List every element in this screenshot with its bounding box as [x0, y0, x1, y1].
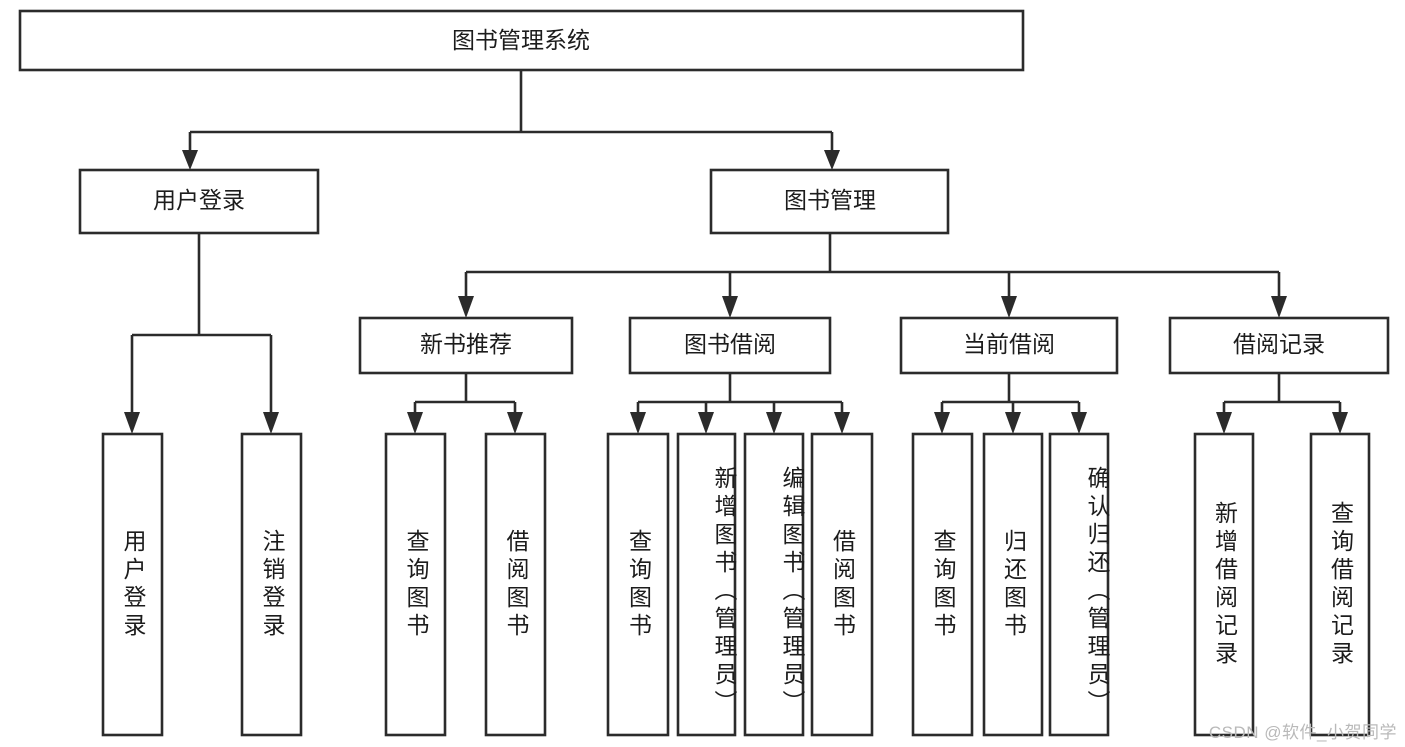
node-leaf-add-record[interactable] — [1193, 432, 1255, 737]
node-leaf-query-record[interactable] — [1309, 432, 1371, 737]
connector-bookborrow-to-leaves — [630, 373, 850, 434]
node-borrow-record-label: 借阅记录 — [1233, 331, 1325, 357]
leaf-boxes — [101, 432, 1371, 737]
connector-newbookrec-to-leaves — [407, 373, 523, 434]
node-leaf-user-login[interactable] — [101, 432, 164, 737]
node-user-login-label: 用户登录 — [153, 187, 245, 213]
node-borrow-record[interactable]: 借阅记录 — [1168, 316, 1390, 375]
node-book-manage-label: 图书管理 — [784, 187, 876, 213]
node-book-manage[interactable]: 图书管理 — [709, 168, 950, 235]
csdn-watermark: CSDN @软件_小贺同学 — [1208, 723, 1397, 742]
node-leaf-borrow-book-1[interactable] — [484, 432, 547, 737]
node-leaf-query-book-1[interactable] — [384, 432, 447, 737]
node-root-label: 图书管理系统 — [452, 27, 590, 53]
connector-borrowrecord-to-leaves — [1216, 373, 1348, 434]
node-leaf-add-book[interactable] — [676, 432, 737, 737]
connector-bookmanage-to-level3 — [458, 233, 1287, 318]
connector-userlogin-to-leaves — [124, 233, 279, 434]
node-root[interactable]: 图书管理系统 — [18, 9, 1025, 72]
node-leaf-user-logout[interactable] — [240, 432, 303, 737]
node-leaf-borrow-book-2[interactable] — [810, 432, 874, 737]
node-book-borrow-label: 图书借阅 — [684, 331, 776, 357]
node-user-login[interactable]: 用户登录 — [78, 168, 320, 235]
node-leaf-return-book[interactable] — [982, 432, 1044, 737]
node-book-borrow[interactable]: 图书借阅 — [628, 316, 832, 375]
node-leaf-confirm-return[interactable] — [1048, 432, 1110, 737]
node-new-book-rec[interactable]: 新书推荐 — [358, 316, 574, 375]
node-new-book-rec-label: 新书推荐 — [420, 331, 512, 357]
connector-root-to-level2 — [182, 70, 840, 170]
arrow-to-book-manage — [824, 150, 840, 170]
node-leaf-query-book-2[interactable] — [606, 432, 670, 737]
node-leaf-query-book-3[interactable] — [911, 432, 974, 737]
node-current-borrow[interactable]: 当前借阅 — [899, 316, 1119, 375]
arrow-to-user-login — [182, 150, 198, 170]
node-leaf-edit-book[interactable] — [743, 432, 805, 737]
node-current-borrow-label: 当前借阅 — [963, 331, 1055, 357]
connector-currentborrow-to-leaves — [934, 373, 1087, 434]
